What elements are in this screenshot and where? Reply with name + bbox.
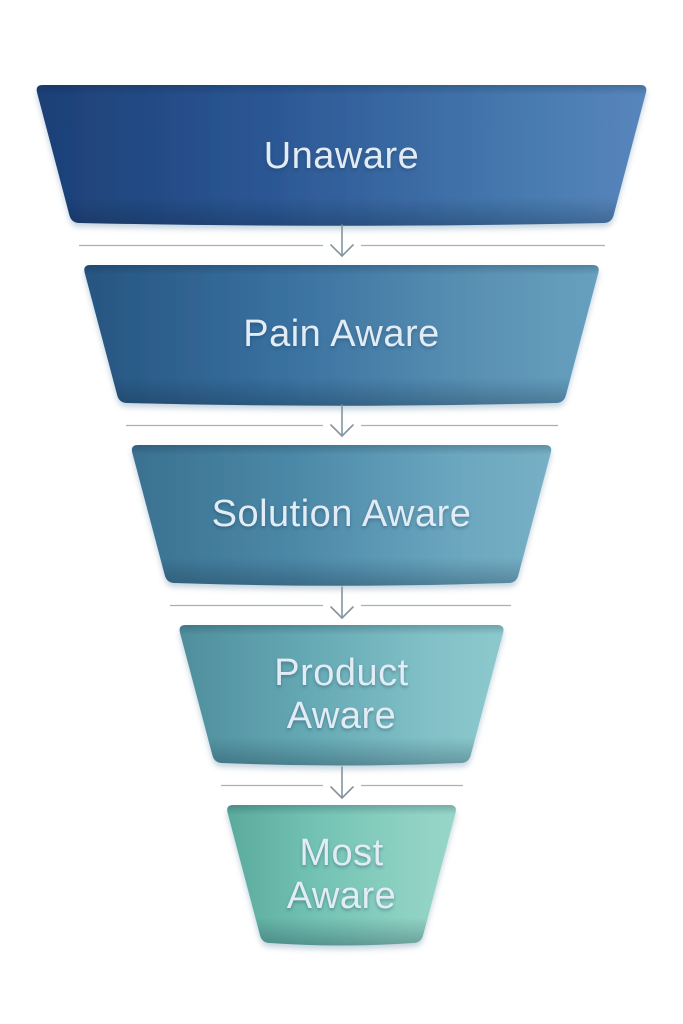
stage-label-line2: Aware xyxy=(287,695,397,737)
stage-shading xyxy=(131,445,552,586)
down-arrow-icon xyxy=(330,224,354,257)
arrow-head xyxy=(330,424,354,437)
stage-label: Solution Aware xyxy=(212,493,472,535)
funnel-stage-pain-aware: Pain Aware xyxy=(84,265,599,406)
stage-connector xyxy=(126,404,558,437)
down-arrow-icon xyxy=(330,586,354,619)
down-arrow-icon xyxy=(330,766,354,799)
stage-connector xyxy=(170,586,511,619)
funnel-stage-solution-aware: Solution Aware xyxy=(131,445,552,586)
stage-shading xyxy=(179,625,504,766)
down-arrow-icon xyxy=(330,404,354,437)
funnel-stage-product-aware: Product Aware xyxy=(179,625,504,766)
funnel-stage-unaware: Unaware xyxy=(36,85,647,226)
arrow-head xyxy=(330,786,354,799)
stage-shading xyxy=(84,265,599,406)
stage-label-line2: Aware xyxy=(287,875,397,917)
arrow-head xyxy=(330,244,354,257)
stage-connector xyxy=(221,766,463,799)
stage-label-line1: Most xyxy=(299,832,383,874)
arrow-head xyxy=(330,606,354,619)
stage-label: Unaware xyxy=(264,135,420,177)
stage-label-line1: Product xyxy=(274,652,408,694)
stage-shading xyxy=(36,85,647,226)
stage-label: Pain Aware xyxy=(243,313,440,355)
funnel-stage-most-aware: Most Aware xyxy=(227,805,456,946)
stage-shading xyxy=(227,805,456,946)
stage-connector xyxy=(79,224,605,257)
